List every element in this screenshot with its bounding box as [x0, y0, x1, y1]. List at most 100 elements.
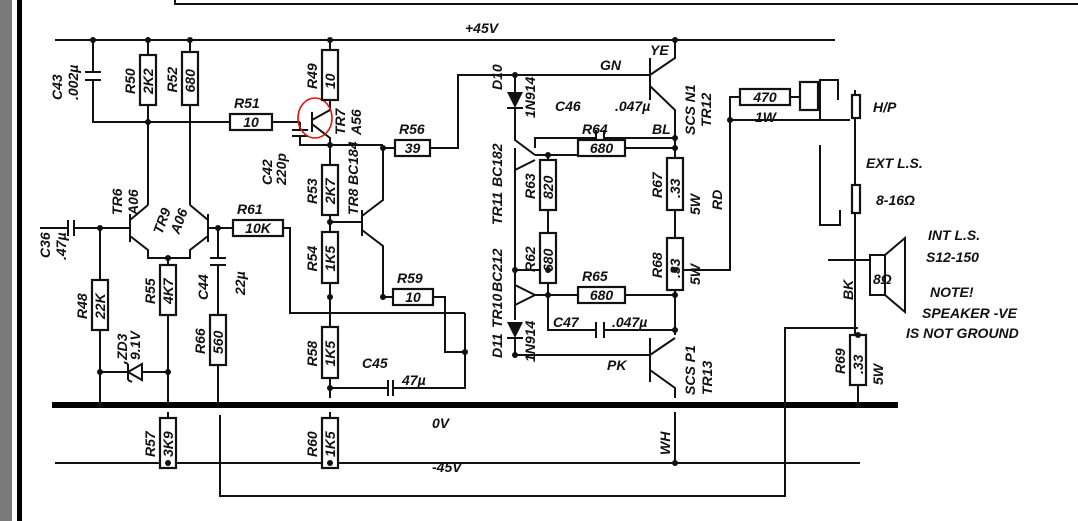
resistor-body — [391, 287, 435, 307]
r55-value: 4K7 — [160, 277, 176, 305]
resistor-body — [320, 48, 340, 102]
r49-ref: R49 — [304, 63, 320, 89]
c46-ref: C46 — [555, 98, 581, 114]
wire-pk: PK — [607, 357, 627, 373]
r59-ref: R59 — [397, 270, 423, 286]
resistor-body — [538, 231, 558, 285]
r66-ref: R66 — [192, 328, 208, 354]
tr6-ref: TR6 — [109, 188, 125, 215]
resistor-body — [158, 263, 178, 317]
r53-ref: R53 — [304, 178, 320, 204]
resistor-body — [665, 156, 685, 212]
int-ls-model: S12-150 — [926, 249, 979, 265]
r65-ref: R65 — [582, 268, 608, 284]
r63-value: 820 — [540, 175, 556, 199]
r56-value: 39 — [405, 140, 421, 156]
tr6-type: A06 — [125, 189, 141, 216]
highlight-circle — [297, 97, 333, 139]
resistor-body — [738, 87, 792, 107]
r54-value: 1K5 — [322, 246, 338, 272]
c43-value: .002µ — [65, 65, 81, 100]
r58-ref: R58 — [304, 341, 320, 367]
wire-ye: YE — [650, 42, 669, 58]
r66-value: 560 — [210, 330, 226, 354]
resistor-body — [576, 138, 627, 158]
r64-value: 680 — [590, 140, 614, 156]
r48-value: 22K — [92, 292, 108, 320]
resistor-body — [538, 158, 558, 212]
r68-power: 5W — [687, 262, 703, 285]
resistor-body — [576, 285, 627, 305]
wire-wh: WH — [657, 431, 673, 455]
r57-value: 3K9 — [160, 431, 176, 457]
r51-value: 10 — [243, 114, 259, 130]
r53-value: 2K7 — [322, 177, 338, 205]
c44-ref: C44 — [195, 274, 211, 300]
tr8-type: BC184 — [345, 141, 361, 185]
c36-value: .47µ — [53, 232, 69, 260]
r51-ref: R51 — [234, 95, 260, 111]
resistor-body — [320, 325, 340, 380]
r60-value: 1K5 — [322, 431, 338, 457]
tr7-ref: TR7 — [332, 107, 348, 135]
d11-ref: D11 — [489, 333, 505, 358]
wire-bk: BK — [840, 279, 856, 300]
hp-label: H/P — [873, 99, 897, 115]
resistor-body — [320, 416, 340, 470]
tr13-type: SCS P1 — [682, 345, 698, 395]
c47-value: .047µ — [612, 314, 647, 330]
ext-impedance: 8-16Ω — [876, 192, 915, 208]
tr10-ref: TR10 — [489, 294, 505, 328]
tr10-type: BC212 — [489, 248, 505, 292]
resistor-body — [393, 138, 432, 158]
r56-ref: R56 — [399, 121, 425, 137]
r67-value: .33 — [667, 178, 683, 198]
r52-value: 680 — [182, 69, 198, 93]
resistor-body — [208, 313, 228, 367]
tr7-type: A56 — [348, 109, 364, 136]
r470-value: 470 — [752, 89, 777, 105]
c45-value: 47µ — [401, 372, 426, 388]
resistor-body — [90, 278, 110, 332]
tr11-ref: TR11 — [489, 192, 505, 225]
wire-rd: RD — [709, 190, 725, 210]
tr8-ref: TR8 — [345, 188, 361, 215]
r68-ref: R68 — [649, 252, 665, 278]
c46-value: .047µ — [615, 98, 650, 114]
d11-type: 1N914 — [522, 321, 538, 362]
r69-power: 5W — [870, 362, 886, 385]
r58-value: 1K5 — [322, 341, 338, 367]
d11-diode-icon — [507, 322, 523, 338]
r63-ref: R63 — [522, 173, 538, 199]
resistor-body — [158, 416, 178, 470]
d10-ref: D10 — [489, 64, 505, 90]
r57-ref: R57 — [142, 430, 158, 457]
resistor-body — [180, 50, 200, 107]
resistor-body — [138, 53, 158, 107]
resistor-body — [320, 163, 340, 217]
rail-negative-label: -45V — [432, 459, 463, 475]
int-ls-label: INT L.S. — [928, 227, 980, 243]
zd3-ref: ZD3 — [114, 333, 130, 361]
r52-ref: R52 — [164, 67, 180, 93]
dots — [90, 37, 861, 466]
r49-value: 10 — [322, 73, 338, 89]
c42-value: 220p — [273, 153, 289, 186]
frame-border — [17, 0, 22, 521]
r62-value: 680 — [540, 248, 556, 272]
r48-ref: R48 — [74, 293, 90, 319]
